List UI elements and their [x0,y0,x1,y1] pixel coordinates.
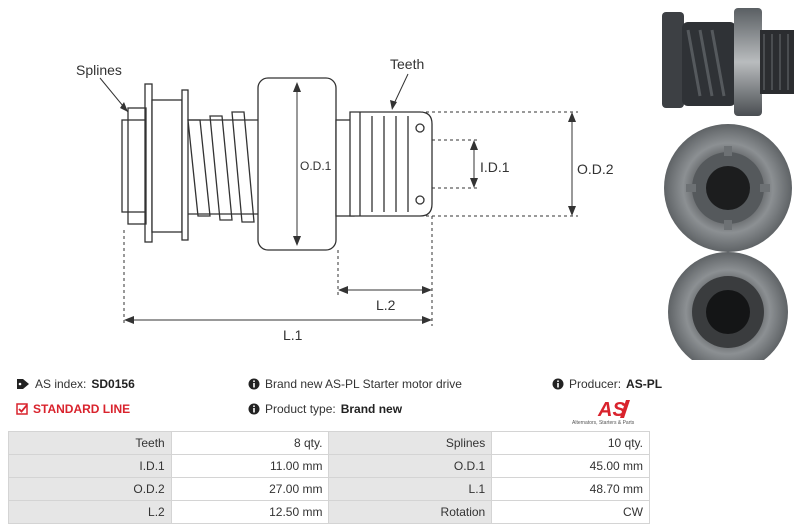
standard-line-label: STANDARD LINE [33,402,131,416]
spec-value: CW [491,500,650,524]
svg-text:AS: AS [597,399,626,421]
label-id1: I.D.1 [480,159,510,175]
table-row: I.D.1 11.00 mm O.D.1 45.00 mm [8,454,650,478]
label-l2: L.2 [376,297,396,313]
spec-label: Rotation [328,500,493,524]
producer-value: AS-PL [626,377,663,391]
label-od2: O.D.2 [577,161,614,177]
as-index-value: SD0156 [91,377,135,391]
info-icon [248,378,260,390]
spec-value: 10 qty. [491,431,650,455]
checkbox-checked-icon [16,403,28,415]
as-index: AS index: SD0156 [16,377,135,391]
photo-side-view [662,8,794,116]
spec-label: Splines [328,431,493,455]
label-l1: L.1 [283,327,303,343]
as-pl-logo: AS Alternators, Starters & Parts [572,399,635,426]
pinion [349,111,433,217]
svg-text:Alternators, Starters & Parts: Alternators, Starters & Parts [572,420,635,426]
tag-icon [17,379,29,389]
table-row: O.D.2 27.00 mm L.1 48.70 mm [8,477,650,501]
spec-label: I.D.1 [8,454,172,478]
product-type: Product type: Brand new [248,402,402,416]
label-splines: Splines [76,62,122,78]
producer-label: Producer: [569,377,622,391]
spec-label: O.D.2 [8,477,172,501]
info-icon [552,378,564,390]
spec-label: O.D.1 [328,454,493,478]
spec-value: 45.00 mm [491,454,650,478]
product-type-label: Product type: [265,402,336,416]
spec-label: Teeth [8,431,172,455]
description: Brand new AS-PL Starter motor drive [248,377,462,391]
spec-value: 48.70 mm [491,477,650,501]
photo-rear-view [668,252,788,360]
spec-label: L.2 [8,500,172,524]
table-row: L.2 12.50 mm Rotation CW [8,500,650,524]
spec-value: 11.00 mm [170,454,330,478]
spec-value: 12.50 mm [170,500,330,524]
product-photos [662,8,794,360]
description-text: Brand new AS-PL Starter motor drive [265,377,462,391]
standard-line: STANDARD LINE [16,402,130,416]
label-od1: O.D.1 [300,159,332,173]
specs-table: Teeth 8 qty. Splines 10 qty. I.D.1 11.00… [8,431,650,524]
spec-value: 8 qty. [170,431,330,455]
table-row: Teeth 8 qty. Splines 10 qty. [8,431,650,455]
clutch-body [151,99,183,233]
technical-drawing: Splines Teeth O.D.1 I.D.1 O.D.2 L.2 L.1 [76,56,614,343]
photo-front-view [664,124,792,252]
product-type-value: Brand new [340,402,403,416]
as-index-label: AS index: [35,377,87,391]
info-icon [248,403,260,415]
label-teeth: Teeth [390,56,424,72]
producer: Producer: AS-PL [552,377,662,391]
spline-hub [121,119,146,213]
spring [187,111,258,223]
spec-label: L.1 [328,477,493,501]
spec-value: 27.00 mm [170,477,330,501]
